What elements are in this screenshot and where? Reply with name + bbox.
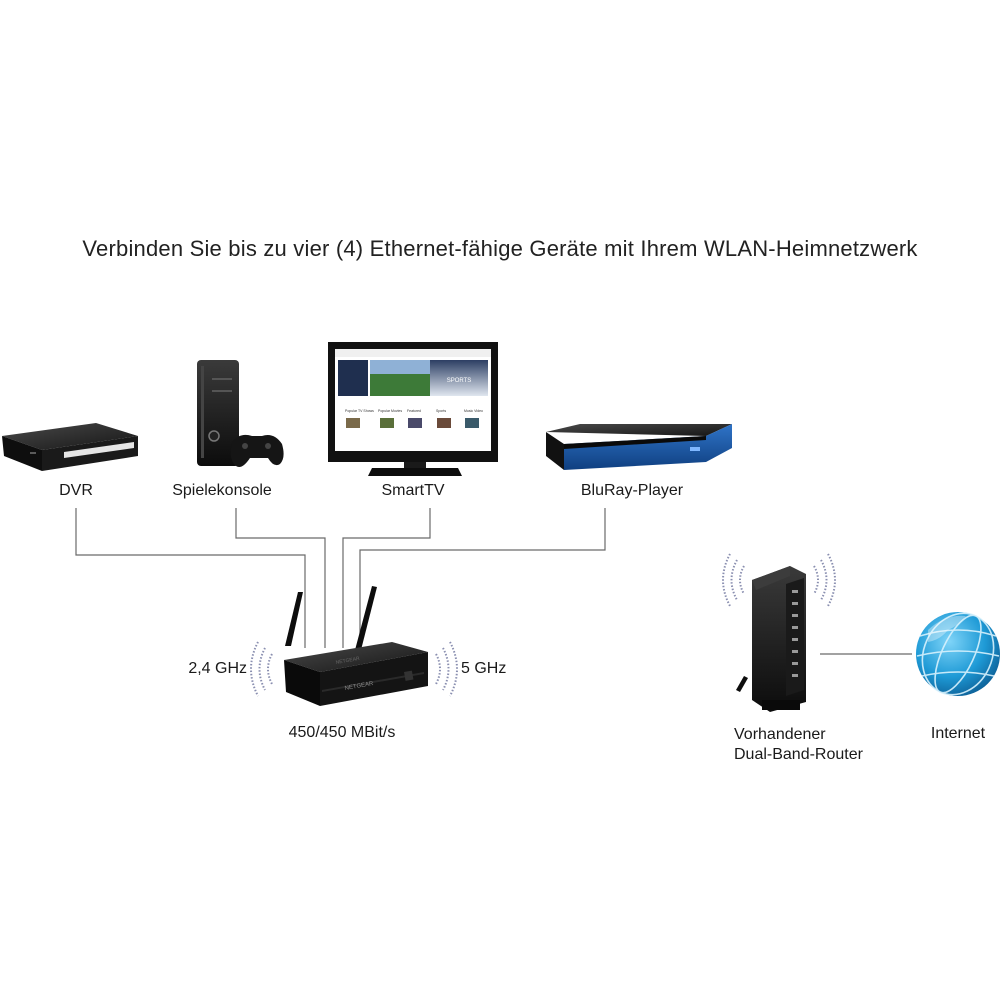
dvr-label: DVR <box>59 482 93 499</box>
signal-wave-icon-right <box>435 641 458 697</box>
diagram-title: Verbinden Sie bis zu vier (4) Ethernet-f… <box>82 236 918 261</box>
console-connection <box>235 508 326 648</box>
existing-router <box>736 566 806 712</box>
smart-tv: SPORTS Popular TV Shows Popular Movies F… <box>328 342 498 476</box>
router-label-line2: Dual-Band-Router <box>734 746 863 763</box>
speed-label: 450/450 MBit/s <box>288 724 396 741</box>
tv-row-label: Featured <box>407 409 421 413</box>
band-5-label: 5 GHz <box>461 660 507 677</box>
router-label: Vorhandener Dual-Band-Router <box>734 725 863 765</box>
bridge-brand-mark-top: NETGEAR <box>335 656 360 666</box>
console-label: Spielekonsole <box>172 482 272 499</box>
bluray-player <box>546 424 732 470</box>
tv-screen-headline: SPORTS <box>447 378 472 384</box>
game-console <box>197 360 284 467</box>
router-label-line1: Vorhandener <box>734 726 826 743</box>
router-signal-wave-icon-left <box>722 553 745 607</box>
wireless-bridge: NETGEAR NETGEAR <box>284 586 428 706</box>
internet-label: Internet <box>930 725 986 742</box>
smarttv-label: SmartTV <box>381 482 445 499</box>
router-signal-wave-icon-right <box>813 553 836 607</box>
dvr-device <box>2 423 138 471</box>
dvr-connection <box>75 508 306 648</box>
controller-icon <box>230 434 284 467</box>
bluray-connection <box>359 508 606 648</box>
globe-icon <box>916 612 1000 696</box>
bluray-label: BluRay-Player <box>580 482 684 499</box>
tv-row-label: Sports <box>436 409 446 413</box>
signal-wave-icon-left <box>250 641 273 697</box>
connection-lines <box>75 508 912 655</box>
tv-screen-rows: Popular TV Shows Popular Movies Featured… <box>345 409 483 413</box>
tv-row-label: Popular TV Shows <box>345 409 374 413</box>
tv-row-label: Music Video <box>464 409 483 413</box>
bridge-brand-mark: NETGEAR <box>344 681 374 692</box>
tv-row-label: Popular Movies <box>378 409 402 413</box>
band-24-label: 2,4 GHz <box>188 660 247 677</box>
smarttv-connection <box>342 508 431 648</box>
